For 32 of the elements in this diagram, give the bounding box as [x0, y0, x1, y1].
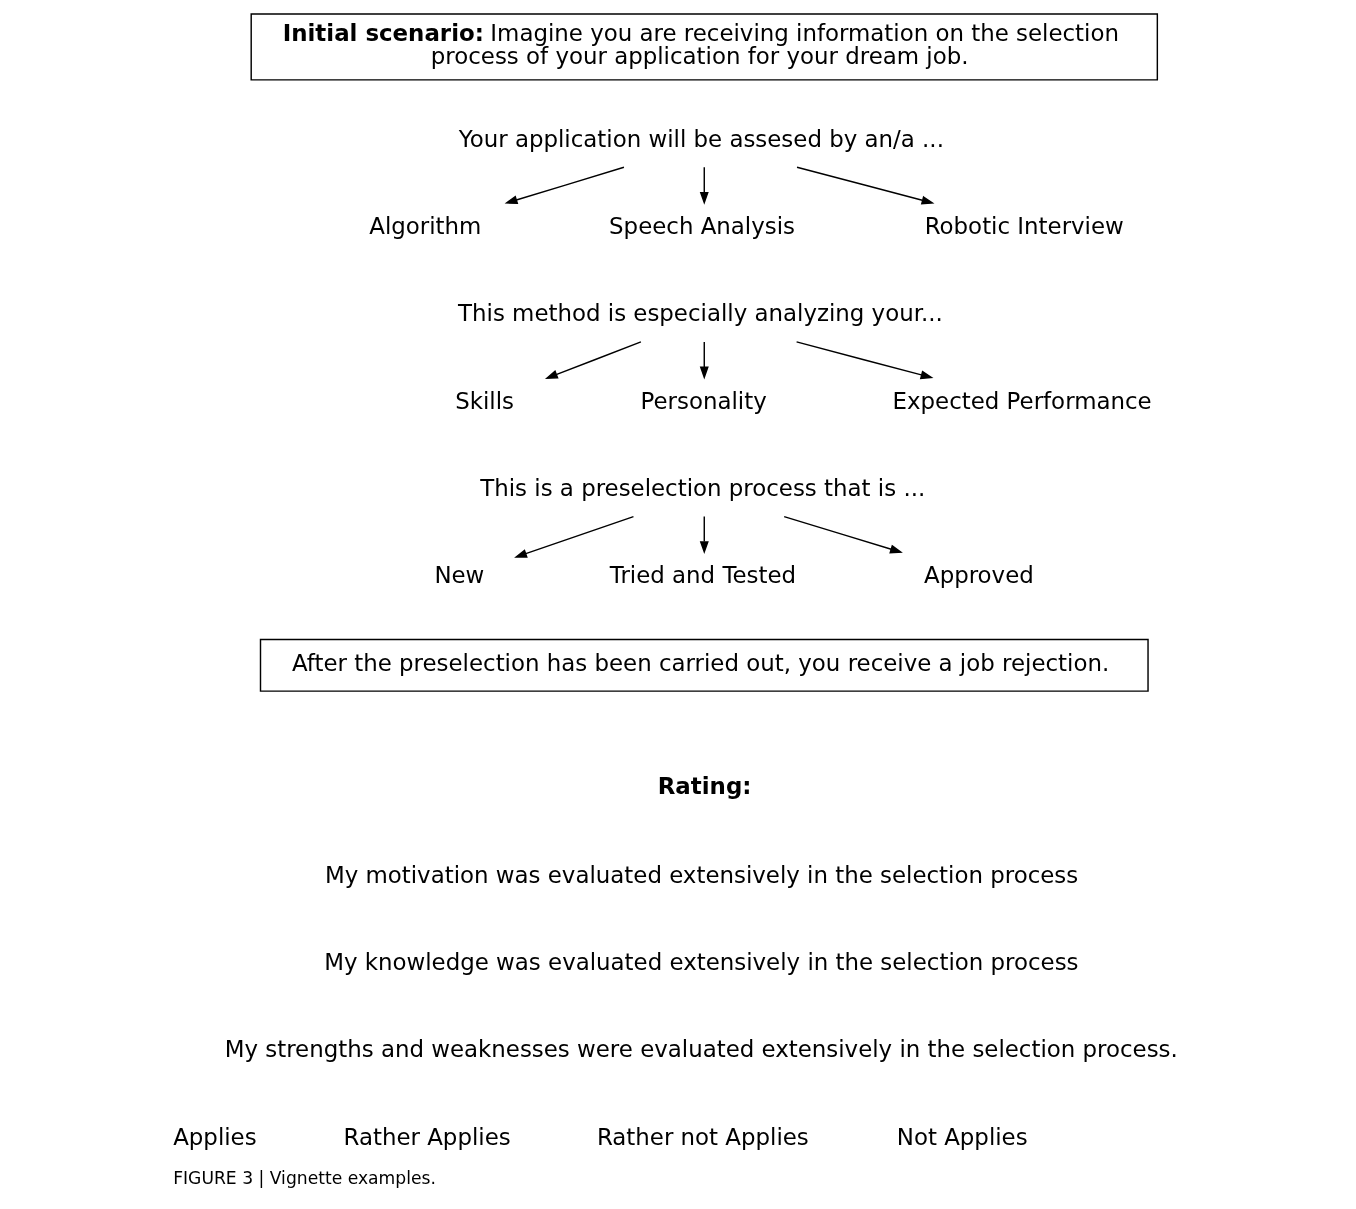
arrow	[699, 515, 709, 555]
caption: FIGURE 3 | Vignette examples.	[172, 1168, 436, 1189]
label: My knowledge was evaluated extensively in the selection process	[323, 948, 1078, 975]
node-text: Expected Performance	[892, 387, 1152, 414]
node-text: This is a preselection process that is ...	[479, 475, 925, 502]
node-text: Skills	[454, 387, 514, 414]
node-text: Algorithm	[368, 213, 481, 240]
arrow	[544, 341, 642, 379]
arrow	[699, 166, 709, 205]
label: My strengths and weaknesses were evaluated extensively in the selection process.	[224, 1036, 1178, 1063]
arrow	[795, 341, 933, 380]
node-text: Approved	[923, 562, 1034, 589]
label: Rating:	[657, 772, 751, 799]
label: Applies	[172, 1123, 257, 1150]
label: Rather Applies	[343, 1123, 511, 1150]
arrow	[699, 341, 709, 380]
node-text: Personality	[640, 387, 767, 414]
label: Not Applies	[896, 1123, 1028, 1150]
arrow	[504, 166, 625, 205]
node-text: Speech Analysis	[608, 213, 795, 240]
node-text: This method is especially analyzing your...	[457, 300, 943, 327]
arrow	[782, 515, 903, 554]
node-box: Initial scenario: Imagine you are receiving information on the selection process of your application for your dream job.	[250, 13, 1158, 81]
node-text: Your application will be assesed by an/a ...	[458, 125, 944, 152]
arrow	[795, 166, 934, 205]
label: My motivation was evaluated extensively in the selection process	[324, 861, 1078, 888]
arrow	[513, 515, 634, 558]
node-text: Robotic Interview	[924, 213, 1124, 240]
node-box: After the preselection has been carried out, you receive a job rejection.	[259, 638, 1149, 692]
node-text: New	[433, 562, 484, 589]
label: Rather not Applies	[596, 1123, 809, 1150]
node-text: Tried and Tested	[609, 562, 796, 589]
